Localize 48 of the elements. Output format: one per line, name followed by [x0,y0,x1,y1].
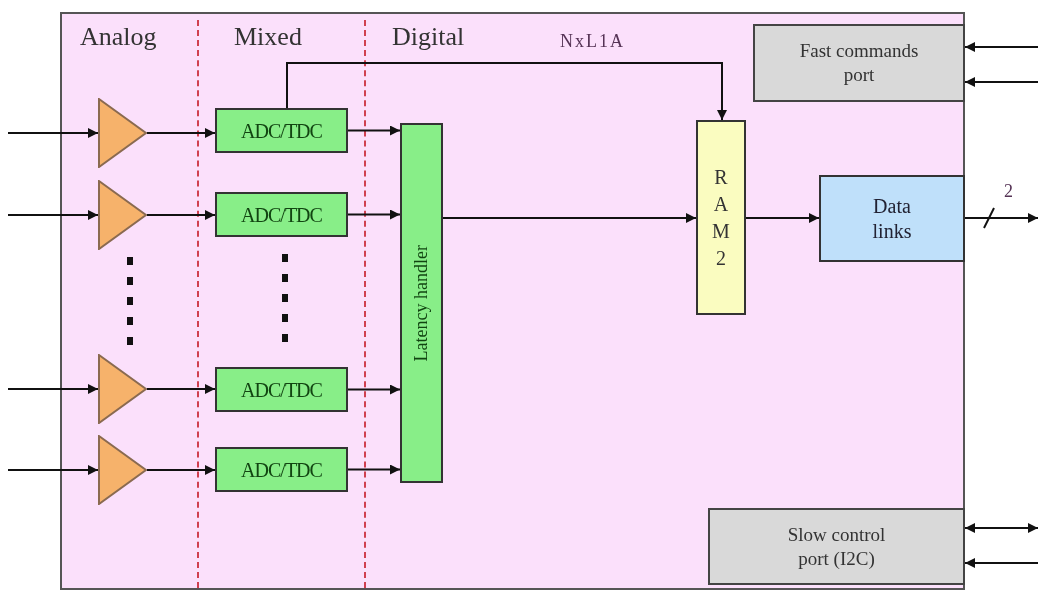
arrow [7,128,99,138]
zone-label: Mixed [234,24,302,50]
arrow [146,128,216,138]
arrow [286,62,727,121]
arrow [146,465,216,475]
amplifier-triangle [98,354,147,424]
arrow [964,523,1039,533]
arrow [7,384,99,394]
zone-label: Analog [80,24,157,50]
arrow [745,213,820,223]
arrow [964,42,1039,52]
arrow [442,213,697,223]
arrow [146,384,216,394]
arrow [146,210,216,220]
box-label: Fast commands port [798,39,920,87]
edge-label: NxL1A [560,32,625,50]
box-label: RAM 2 [711,164,731,271]
memory-box [696,120,746,315]
chip-box [60,12,965,590]
amplifier-triangle [98,435,147,505]
box-label: Slow control port (I2C) [786,522,887,571]
zone-label: Digital [392,24,465,50]
arrow [347,125,401,136]
converter-box [215,447,348,492]
edge-label: 2 [1004,182,1015,200]
box-label: ADC/TDC [240,457,323,483]
amplifier-triangle [98,98,147,168]
arrow [964,77,1039,87]
arrow [7,465,99,475]
box-label: Latency handler [410,244,432,362]
port-box [708,508,965,585]
arrow [347,384,401,395]
arrow [347,464,401,475]
box-label: ADC/TDC [240,202,323,228]
arrow [964,213,1039,223]
converter-box [215,192,348,237]
converter-box [215,367,348,412]
box-label: ADC/TDC [240,118,323,144]
box-label: ADC/TDC [240,377,323,403]
arrow [7,210,99,220]
arrow [347,209,401,220]
port-box [753,24,965,102]
converter-box [215,108,348,153]
box-label: Data links [871,193,913,244]
arrow [964,558,1039,568]
latency-handler-box [400,123,443,483]
amplifier-triangle [98,180,147,250]
data-links-box [819,175,965,262]
